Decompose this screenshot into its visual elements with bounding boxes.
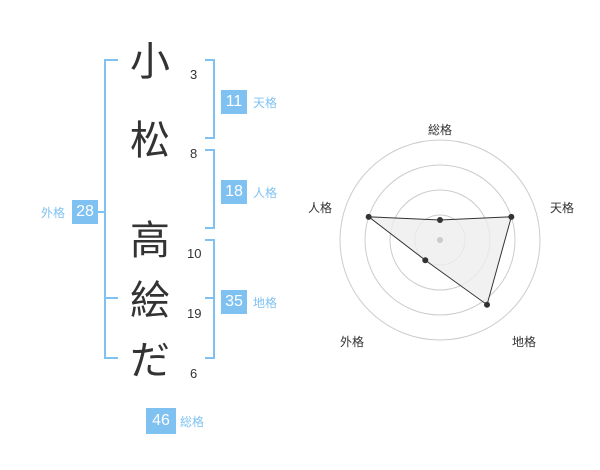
- tenkaku-bracket: [205, 59, 215, 139]
- radar-points: [365, 213, 515, 308]
- radar-label-jinkaku: 人格: [308, 201, 333, 215]
- radar-point-1: [437, 217, 443, 223]
- jinkaku-value: 18: [221, 180, 247, 204]
- soukaku-label: 総格: [180, 415, 205, 429]
- radar-label-gaikaku: 外格: [340, 335, 365, 349]
- tenkaku-value: 11: [221, 90, 247, 114]
- radar-point-4: [422, 257, 429, 264]
- gaikaku-label: 外格: [41, 206, 66, 220]
- stroke-count-1: 3: [190, 67, 198, 82]
- radar-label-soukaku: 総格: [428, 123, 453, 137]
- radar-ring: [339, 139, 541, 341]
- gaikaku-value: 28: [72, 200, 98, 224]
- name-char-4: 絵: [130, 278, 170, 324]
- name-char-2: 松: [130, 118, 170, 164]
- radar-ring: [364, 164, 516, 316]
- soukaku-value: 46: [146, 408, 176, 434]
- gaikaku-bracket: [104, 59, 118, 359]
- stroke-count-5: 6: [190, 366, 198, 381]
- chikaku-value: 35: [221, 290, 247, 314]
- tenkaku-label: 天格: [253, 96, 278, 110]
- stroke-count-2: 8: [190, 146, 198, 161]
- jinkaku-label: 人格: [253, 186, 278, 200]
- radar-label-tenkaku: 天格: [550, 201, 575, 215]
- name-char-5: だ: [130, 338, 170, 384]
- radar-polygon: [367, 216, 512, 306]
- jinkaku-bracket: [205, 149, 215, 229]
- radar-center-dot: [437, 237, 443, 243]
- stroke-count-3: 10: [187, 246, 202, 261]
- radar-label-chikaku: 地格: [512, 335, 537, 349]
- chikaku-label: 地格: [253, 296, 278, 310]
- stroke-count-4: 19: [187, 306, 202, 321]
- radar-point-2: [508, 213, 515, 220]
- name-char-1: 小: [130, 39, 170, 85]
- radar-point-5: [365, 213, 372, 220]
- radar-point-3: [484, 301, 491, 308]
- radar-chart: [339, 139, 541, 341]
- name-char-3: 高: [130, 218, 170, 264]
